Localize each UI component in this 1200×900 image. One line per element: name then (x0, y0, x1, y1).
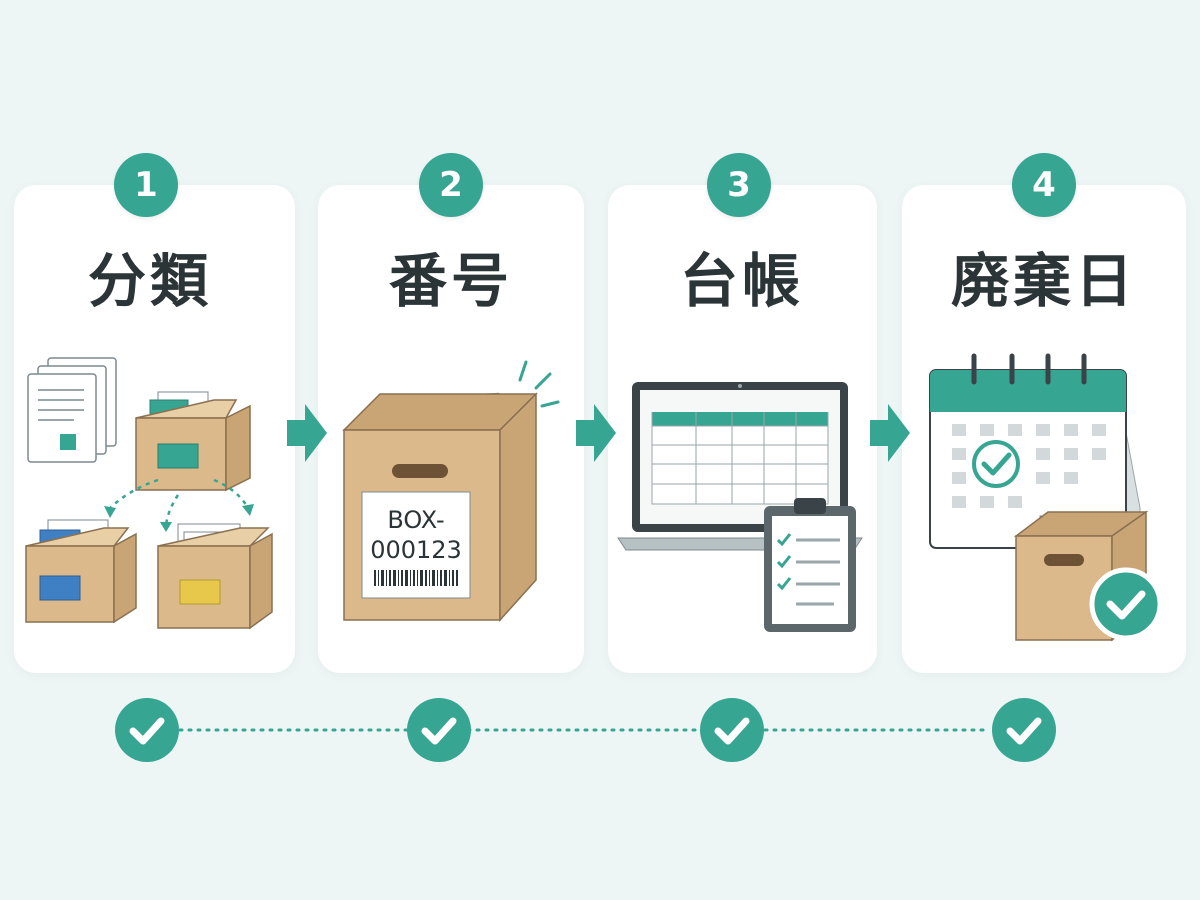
check-icon (992, 698, 1056, 762)
step-badge-1: 1 (114, 153, 178, 217)
check-icon (407, 698, 471, 762)
box-label-line2: 000123 (370, 536, 462, 564)
arrow-right-icon (287, 404, 327, 462)
check-icon (700, 698, 764, 762)
check-circle-icon (1089, 567, 1163, 641)
barcode-icon (374, 570, 458, 586)
step-title-4: 廃棄日 (950, 247, 1137, 315)
step-title-3: 台帳 (679, 247, 804, 315)
arrow-right-icon (576, 404, 616, 462)
step-badge-3: 3 (707, 153, 771, 217)
document-stack-icon (27, 357, 117, 463)
box-teal-icon (135, 391, 251, 492)
box-blue-icon (25, 519, 137, 624)
box-yellow-icon (157, 523, 273, 630)
labeled-box-illustration: BOX- 000123 (342, 360, 560, 622)
disposal-calendar-illustration (929, 353, 1163, 642)
clipboard-checklist-icon (764, 498, 856, 632)
ledger-illustration (617, 382, 863, 632)
step-badge-4: 4 (1012, 153, 1076, 217)
arrow-right-icon (870, 404, 910, 462)
box-label-line1: BOX- (387, 506, 444, 534)
calendar-icon (929, 353, 1141, 549)
step-badge-2: 2 (419, 153, 483, 217)
check-icon (115, 698, 179, 762)
sorting-boxes-illustration (25, 357, 273, 630)
step-title-2: 番号 (388, 247, 513, 315)
step-title-1: 分類 (87, 247, 212, 315)
